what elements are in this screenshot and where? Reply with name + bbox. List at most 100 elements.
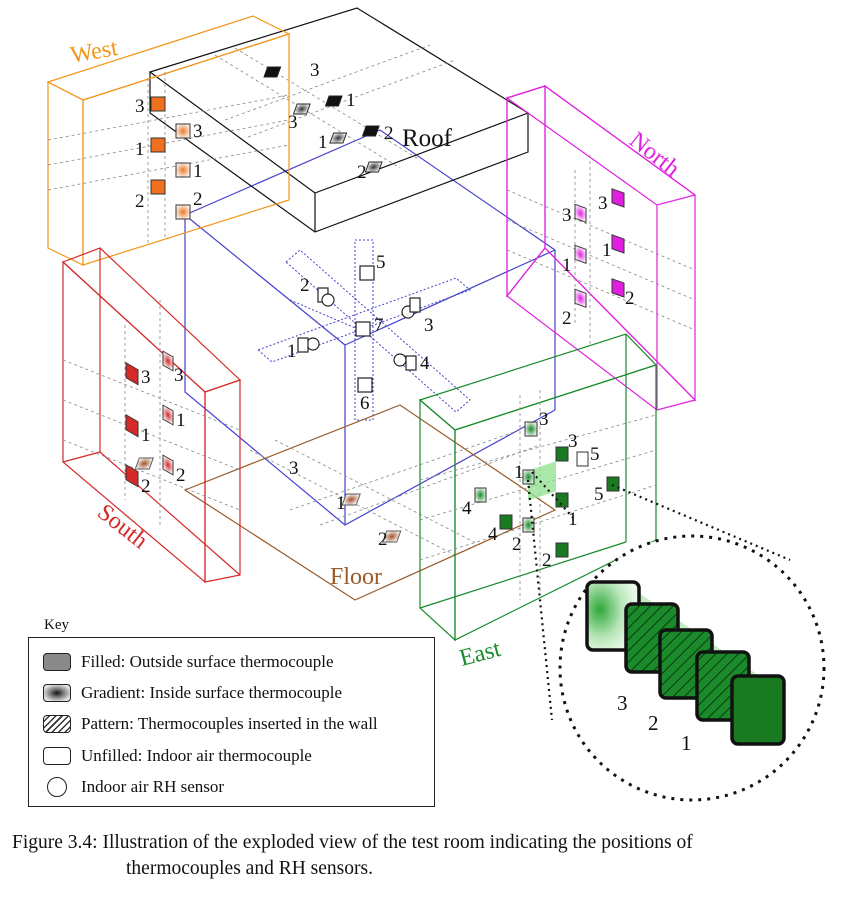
svg-text:3: 3: [174, 365, 184, 386]
svg-text:1: 1: [287, 341, 297, 362]
svg-text:5: 5: [594, 484, 604, 505]
roof-sensor-labels: 3 1 3 2 1 2: [288, 60, 394, 183]
floor-sensor-labels: 3 1 2: [289, 458, 388, 550]
south-gridlines: [62, 300, 241, 525]
key-item-label: Pattern: Thermocouples inserted in the w…: [81, 714, 378, 733]
key-item-label: Gradient: Inside surface thermocouple: [81, 683, 343, 702]
svg-text:4: 4: [420, 353, 430, 374]
south-face: [61, 247, 242, 584]
floor-face: [134, 404, 557, 601]
svg-text:1: 1: [514, 462, 524, 483]
center-sensor-4: [405, 355, 417, 371]
rh-sensor-1: [306, 337, 320, 351]
west-sensor-labels: 3 3 1 1 2 2: [135, 96, 203, 212]
detail-leader-lines: [526, 471, 791, 721]
north-gridlines: [506, 155, 696, 345]
svg-text:2: 2: [193, 189, 203, 210]
roof-sensors: [263, 66, 383, 173]
svg-text:2: 2: [300, 275, 310, 296]
key-item-unfilled: Unfilled: Indoor air thermocouple: [43, 744, 312, 768]
unfilled-swatch-icon: [43, 747, 71, 765]
svg-text:3: 3: [288, 112, 298, 133]
gradient-swatch-icon: [43, 684, 71, 702]
key-item-label: Unfilled: Indoor air thermocouple: [81, 746, 312, 765]
filled-swatch-icon: [43, 653, 71, 671]
caption-line-1: Figure 3.4: Illustration of the exploded…: [12, 832, 693, 853]
center-sensor-6: [357, 377, 373, 393]
floor-label: Floor: [330, 564, 382, 590]
svg-text:3: 3: [424, 315, 434, 336]
key-item-gradient: Gradient: Inside surface thermocouple: [43, 681, 342, 705]
svg-text:3: 3: [568, 431, 578, 452]
svg-text:3: 3: [141, 367, 151, 388]
east-sensors: [474, 421, 620, 558]
east-sensor-labels: 3 1 3 5 5 1 4 4 2 2: [462, 409, 604, 571]
svg-text:1: 1: [602, 240, 612, 261]
roof-label: Roof: [402, 125, 453, 152]
svg-text:2: 2: [176, 465, 186, 486]
center-sensor-7: [355, 321, 371, 337]
svg-text:1: 1: [193, 161, 203, 182]
svg-text:4: 4: [462, 498, 472, 519]
center-sensor-cross: [257, 239, 471, 421]
svg-text:1: 1: [336, 493, 346, 514]
svg-text:2: 2: [141, 476, 151, 497]
pattern-swatch-icon: [43, 715, 71, 733]
west-gridlines: [47, 72, 290, 245]
svg-text:2: 2: [135, 191, 145, 212]
west-face: [46, 15, 291, 266]
key-item-label: Filled: Outside surface thermocouple: [81, 652, 334, 671]
detail-layer-labels: 3 2 1: [617, 691, 692, 755]
east-label: East: [457, 636, 504, 672]
svg-text:3: 3: [617, 691, 628, 715]
svg-text:2: 2: [512, 534, 522, 555]
svg-text:1: 1: [135, 139, 145, 160]
svg-text:1: 1: [176, 410, 186, 431]
svg-text:3: 3: [562, 205, 572, 226]
center-sensor-labels: 5 2 7 3 1 4 6: [287, 252, 434, 414]
svg-text:2: 2: [384, 123, 394, 144]
center-sensor-5: [359, 265, 375, 281]
circle-swatch-icon: [47, 777, 67, 797]
east-gridlines: [419, 390, 657, 600]
svg-text:2: 2: [357, 162, 367, 183]
svg-text:6: 6: [360, 393, 370, 414]
center-sensor-3: [409, 297, 421, 313]
west-label: West: [69, 35, 121, 69]
svg-text:2: 2: [648, 711, 659, 735]
svg-text:3: 3: [598, 193, 608, 214]
rh-sensor-2: [321, 293, 335, 307]
south-label: South: [92, 499, 152, 554]
south-sensor-labels: 3 3 1 1 2 2: [141, 365, 186, 497]
key-legend: Filled: Outside surface thermocouple Gra…: [28, 637, 435, 807]
key-item-pattern: Pattern: Thermocouples inserted in the w…: [43, 712, 378, 736]
svg-text:1: 1: [562, 255, 572, 276]
svg-text:3: 3: [135, 96, 145, 117]
svg-text:1: 1: [681, 731, 692, 755]
svg-text:5: 5: [590, 444, 600, 465]
detail-layers: [585, 580, 786, 746]
svg-text:3: 3: [289, 458, 299, 479]
center-sensor-1: [297, 337, 309, 353]
svg-text:4: 4: [488, 524, 498, 545]
roof-face: [148, 7, 530, 233]
exploded-view-diagram: 5 2 7 3 1 4 6 3 1 2 Floor: [46, 7, 826, 802]
svg-text:5: 5: [376, 252, 386, 273]
west-sensors: [150, 96, 191, 220]
svg-text:1: 1: [568, 509, 578, 530]
svg-text:3: 3: [310, 60, 320, 81]
svg-text:1: 1: [346, 90, 356, 111]
svg-text:7: 7: [374, 315, 384, 336]
key-title: Key: [44, 617, 69, 633]
north-label: North: [624, 127, 684, 182]
center-sensors: [297, 265, 421, 393]
svg-text:1: 1: [141, 425, 151, 446]
svg-text:2: 2: [562, 308, 572, 329]
caption-line-2: thermocouples and RH sensors.: [126, 858, 373, 879]
svg-text:3: 3: [193, 121, 203, 142]
north-face: [505, 84, 697, 411]
north-sensor-labels: 3 3 1 1 2 2: [562, 193, 635, 329]
key-item-rh-sensor: Indoor air RH sensor: [43, 775, 224, 799]
key-item-filled: Filled: Outside surface thermocouple: [43, 650, 334, 674]
svg-text:1: 1: [318, 132, 328, 153]
